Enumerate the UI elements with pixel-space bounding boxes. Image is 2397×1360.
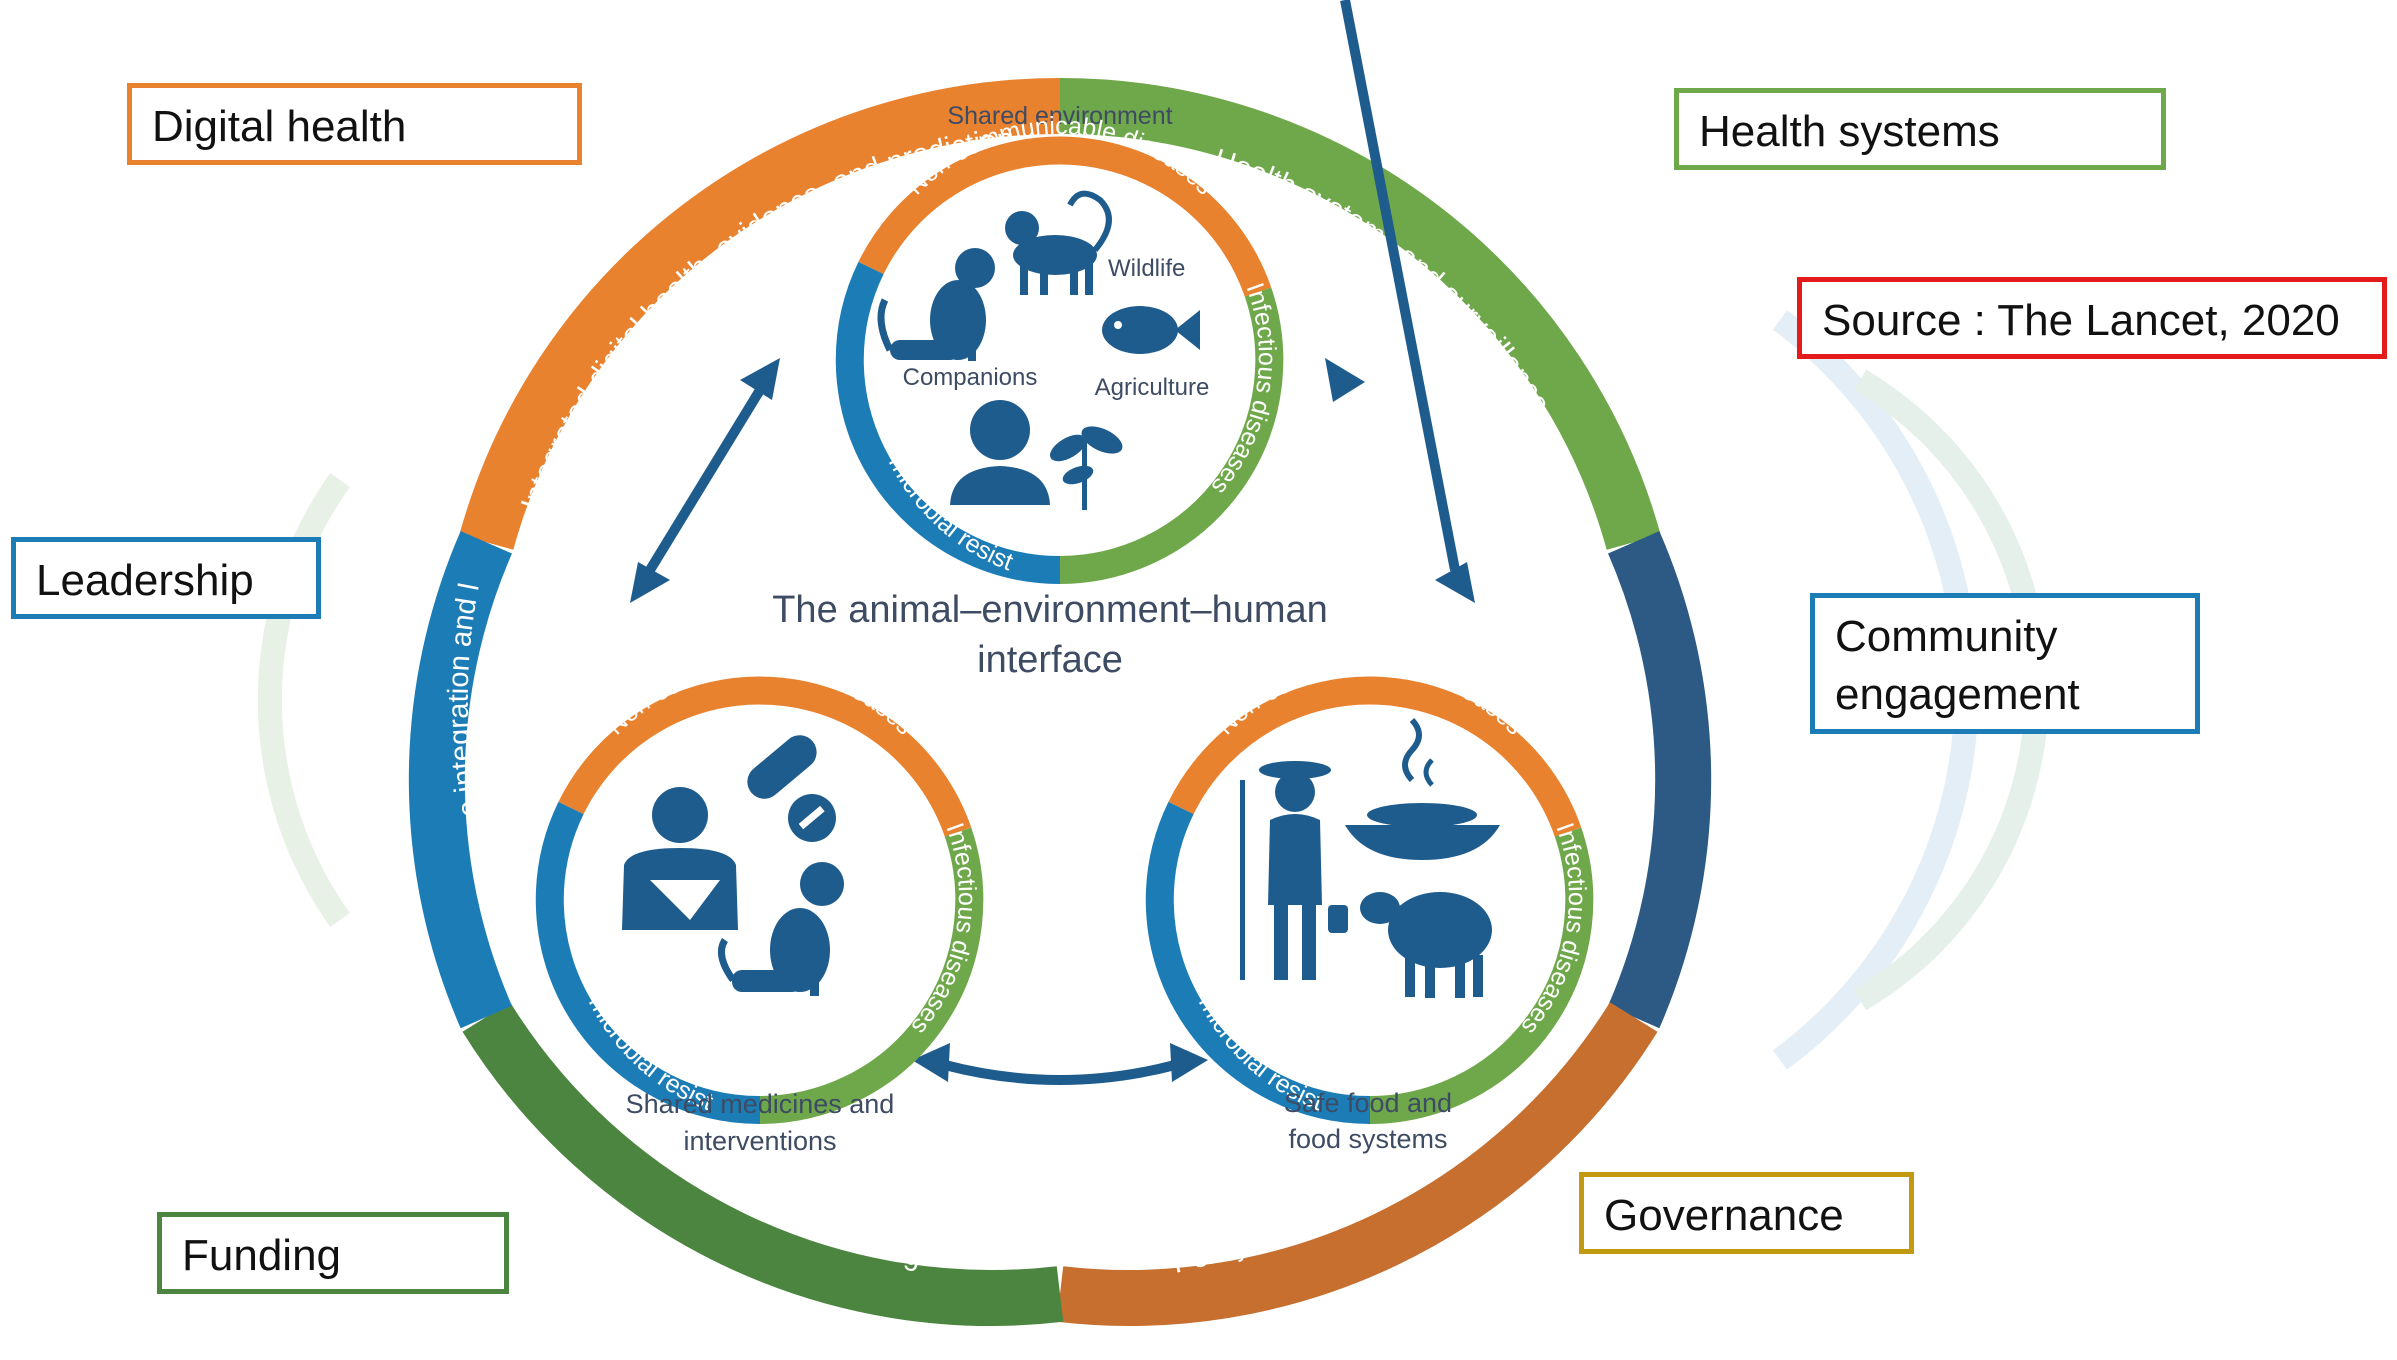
food-bowl-icon bbox=[1345, 717, 1500, 860]
companions-label: Companions bbox=[903, 364, 1038, 391]
ring-segment-health bbox=[1059, 77, 1661, 550]
monkey-icon bbox=[1005, 190, 1112, 295]
callout-health-systems-text: Health systems bbox=[1699, 107, 2000, 156]
wildlife-label: Wildlife bbox=[1108, 255, 1185, 282]
shared-medicines-label-line2: interventions bbox=[683, 1126, 836, 1156]
callout-source-text: Source : The Lancet, 2020 bbox=[1822, 296, 2340, 345]
person-icon bbox=[950, 400, 1050, 505]
callout-leadership-text: Leadership bbox=[36, 556, 254, 605]
farmer-icon bbox=[1240, 761, 1348, 980]
callout-leadership: Leadership bbox=[11, 537, 321, 619]
ring-segment-digital bbox=[459, 77, 1061, 550]
center-title-line2: interface bbox=[977, 639, 1123, 681]
callout-governance: Governance bbox=[1579, 1172, 1914, 1254]
arrow-bottom bbox=[943, 1060, 1177, 1085]
ring-segment-policy bbox=[1056, 1002, 1658, 1326]
callout-funding-text: Funding bbox=[182, 1231, 342, 1280]
callout-source: Source : The Lancet, 2020 bbox=[1797, 277, 2387, 359]
callout-digital-health: Digital health bbox=[127, 83, 582, 165]
ring-segment-knowledge bbox=[408, 531, 512, 1029]
shared-environment-label: Shared environment bbox=[947, 102, 1172, 130]
plant-icon bbox=[1049, 426, 1123, 510]
fish-icon bbox=[1102, 306, 1200, 354]
dog-icon bbox=[717, 862, 844, 996]
callout-digital-health-text: Digital health bbox=[152, 102, 407, 151]
center-title-line1: The animal–environment–human bbox=[772, 589, 1328, 631]
callout-governance-text: Governance bbox=[1604, 1191, 1844, 1240]
safe-food-label-line1: Safe food and bbox=[1284, 1088, 1452, 1118]
arrow-top-left bbox=[630, 358, 780, 603]
callout-community-engagement: Community engagement bbox=[1810, 593, 2200, 734]
ring-segment-investment bbox=[462, 1002, 1064, 1326]
callout-community-line2: engagement bbox=[1835, 670, 2080, 719]
patient-icon bbox=[622, 787, 738, 930]
callout-funding: Funding bbox=[157, 1212, 509, 1294]
safe-food-label-line2: food systems bbox=[1288, 1124, 1447, 1154]
agriculture-label: Agriculture bbox=[1095, 374, 1210, 401]
outer-ring bbox=[408, 77, 1712, 1326]
callout-community-line1: Community bbox=[1835, 612, 2058, 661]
ring-segment-gender bbox=[1608, 531, 1712, 1029]
arrow-top-right bbox=[1325, 0, 1475, 603]
dog-icon bbox=[877, 248, 995, 361]
shared-medicines-label-line1: Shared medicines and bbox=[626, 1089, 895, 1119]
sheep-icon bbox=[1360, 892, 1492, 998]
double-arrows bbox=[630, 0, 1475, 1085]
pill-icon bbox=[747, 735, 836, 842]
callout-health-systems: Health systems bbox=[1674, 88, 2166, 170]
